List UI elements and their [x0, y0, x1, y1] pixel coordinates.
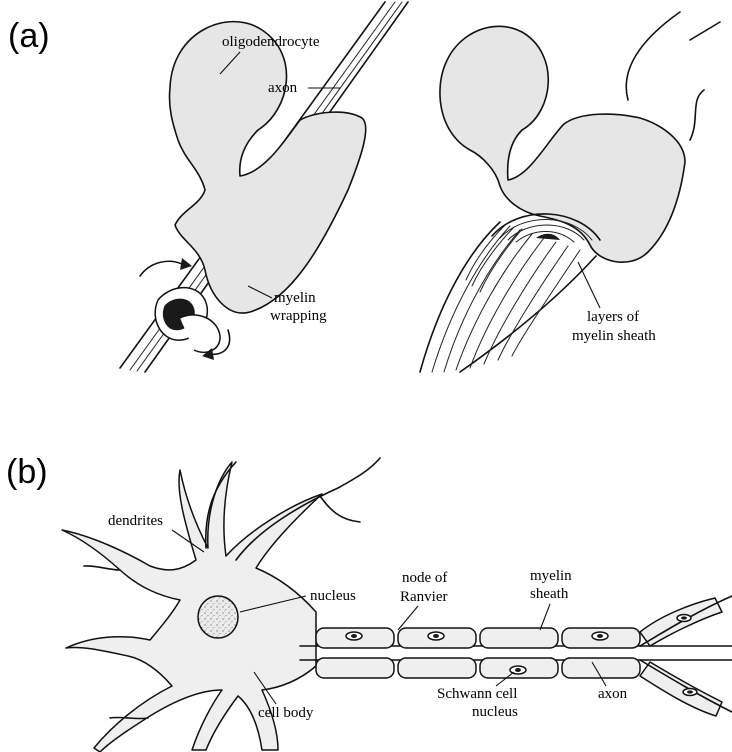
label-node-1: node of [402, 570, 447, 586]
panel-b-tag: (b) [6, 453, 48, 491]
label-sheath-1: myelin [530, 568, 572, 584]
schwann-segments [316, 628, 640, 678]
label-oligodendrocyte: oligodendrocyte [222, 34, 320, 50]
neuron-cell-body [62, 458, 380, 752]
axon-terminal-branches [640, 596, 732, 716]
myelin-layers [420, 222, 596, 372]
label-nucleus: nucleus [310, 588, 356, 604]
label-node-2: Ranvier [400, 589, 447, 605]
label-sheath-2: sheath [530, 586, 569, 602]
label-schwann-1: Schwann cell [437, 686, 517, 702]
label-schwann-2: nucleus [472, 704, 518, 720]
label-cell-body: cell body [258, 705, 314, 721]
nucleus [198, 596, 238, 638]
label-myelin-wrapping-1: myelin [274, 290, 316, 306]
panel-a: (a) [8, 2, 720, 372]
oligodendrocyte-right [420, 12, 720, 372]
label-layers-2: myelin sheath [572, 328, 656, 344]
label-dendrites: dendrites [108, 513, 163, 529]
oligodendrocyte-left [140, 22, 366, 360]
panel-a-tag: (a) [8, 17, 50, 55]
panel-b: (b) [6, 453, 732, 752]
label-layers-1: layers of [587, 309, 639, 325]
label-axon-b: axon [598, 686, 628, 702]
label-axon-a: axon [268, 80, 298, 96]
label-myelin-wrapping-2: wrapping [270, 308, 327, 324]
